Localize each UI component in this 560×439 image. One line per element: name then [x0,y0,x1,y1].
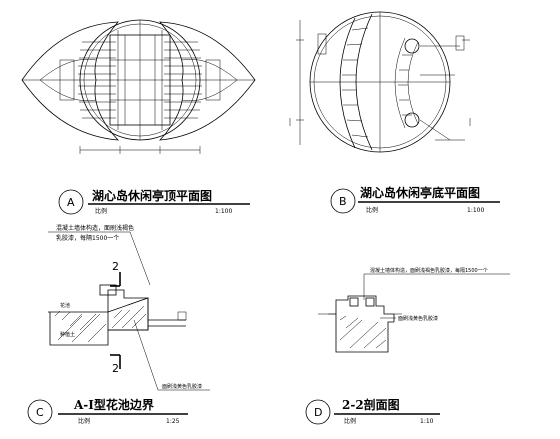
planter-edge-drawing: 混凝土墙体构造，面刷浅褐色 乳胶漆，每隔1500一个 2 2 [27,224,210,425]
drawing-d-note-top: 混凝土墙体构造，面刷浅褐色乳胶漆，每隔1500一个 [370,267,488,274]
drawing-c-label-left: 花池 [60,302,70,309]
drawing-d-note-mid: 面刷浅黄色乳胶漆 [398,315,438,322]
floor-plan-drawing: B 湖心岛休闲亭底平面图 比例 1:100 [289,11,500,214]
drawing-a-marker [58,189,84,215]
drawing-d-title: 2-2剖面图 [342,397,400,412]
drawing-c-section-bottom: 2 [112,362,119,375]
drawing-c-marker [27,399,53,425]
drawing-b-scale: 1:100 [467,207,484,214]
drawing-c-letter: C [36,406,44,419]
drawing-a-letter: A [67,196,75,209]
drawing-d-letter: D [314,406,322,419]
section-2-2-drawing: 混凝土墙体构造，面刷浅褐色乳胶漆，每隔1500一个 面刷浅黄色乳胶漆 D 2-2… [305,267,510,425]
drawing-a-scale: 1:100 [215,208,232,215]
drawing-c-label-soil: 种植土 [60,331,75,338]
drawing-b-marker [330,188,356,214]
drawing-c-scale-label: 比例 [78,417,90,425]
drawing-d-scale: 1:10 [420,418,434,425]
drawing-c-note-top-2: 乳胶漆，每隔1500一个 [56,234,119,242]
drawing-b-scale-label: 比例 [366,206,378,214]
drawing-d-marker [305,399,331,425]
drawing-b-letter: B [339,195,347,208]
drawing-c-section-top: 2 [112,260,119,273]
drawing-c-note-top-1: 混凝土墙体构造，面刷浅褐色 [56,224,134,232]
drawing-b-title: 湖心岛休闲亭底平面图 [360,185,480,200]
drawing-a-scale-label: 比例 [95,207,107,215]
drawing-c-title: A-I型花池边界 [73,397,154,412]
drawing-a-title: 湖心岛休闲亭顶平面图 [92,188,212,203]
drawing-c-note-bottom: 面刷浅黄色乳胶漆 [162,383,202,390]
drawing-c-scale: 1:25 [166,418,180,425]
roof-plan-drawing: A 湖心岛休闲亭顶平面图 比例 1:100 [21,19,256,215]
drawing-d-scale-label: 比例 [344,417,356,425]
